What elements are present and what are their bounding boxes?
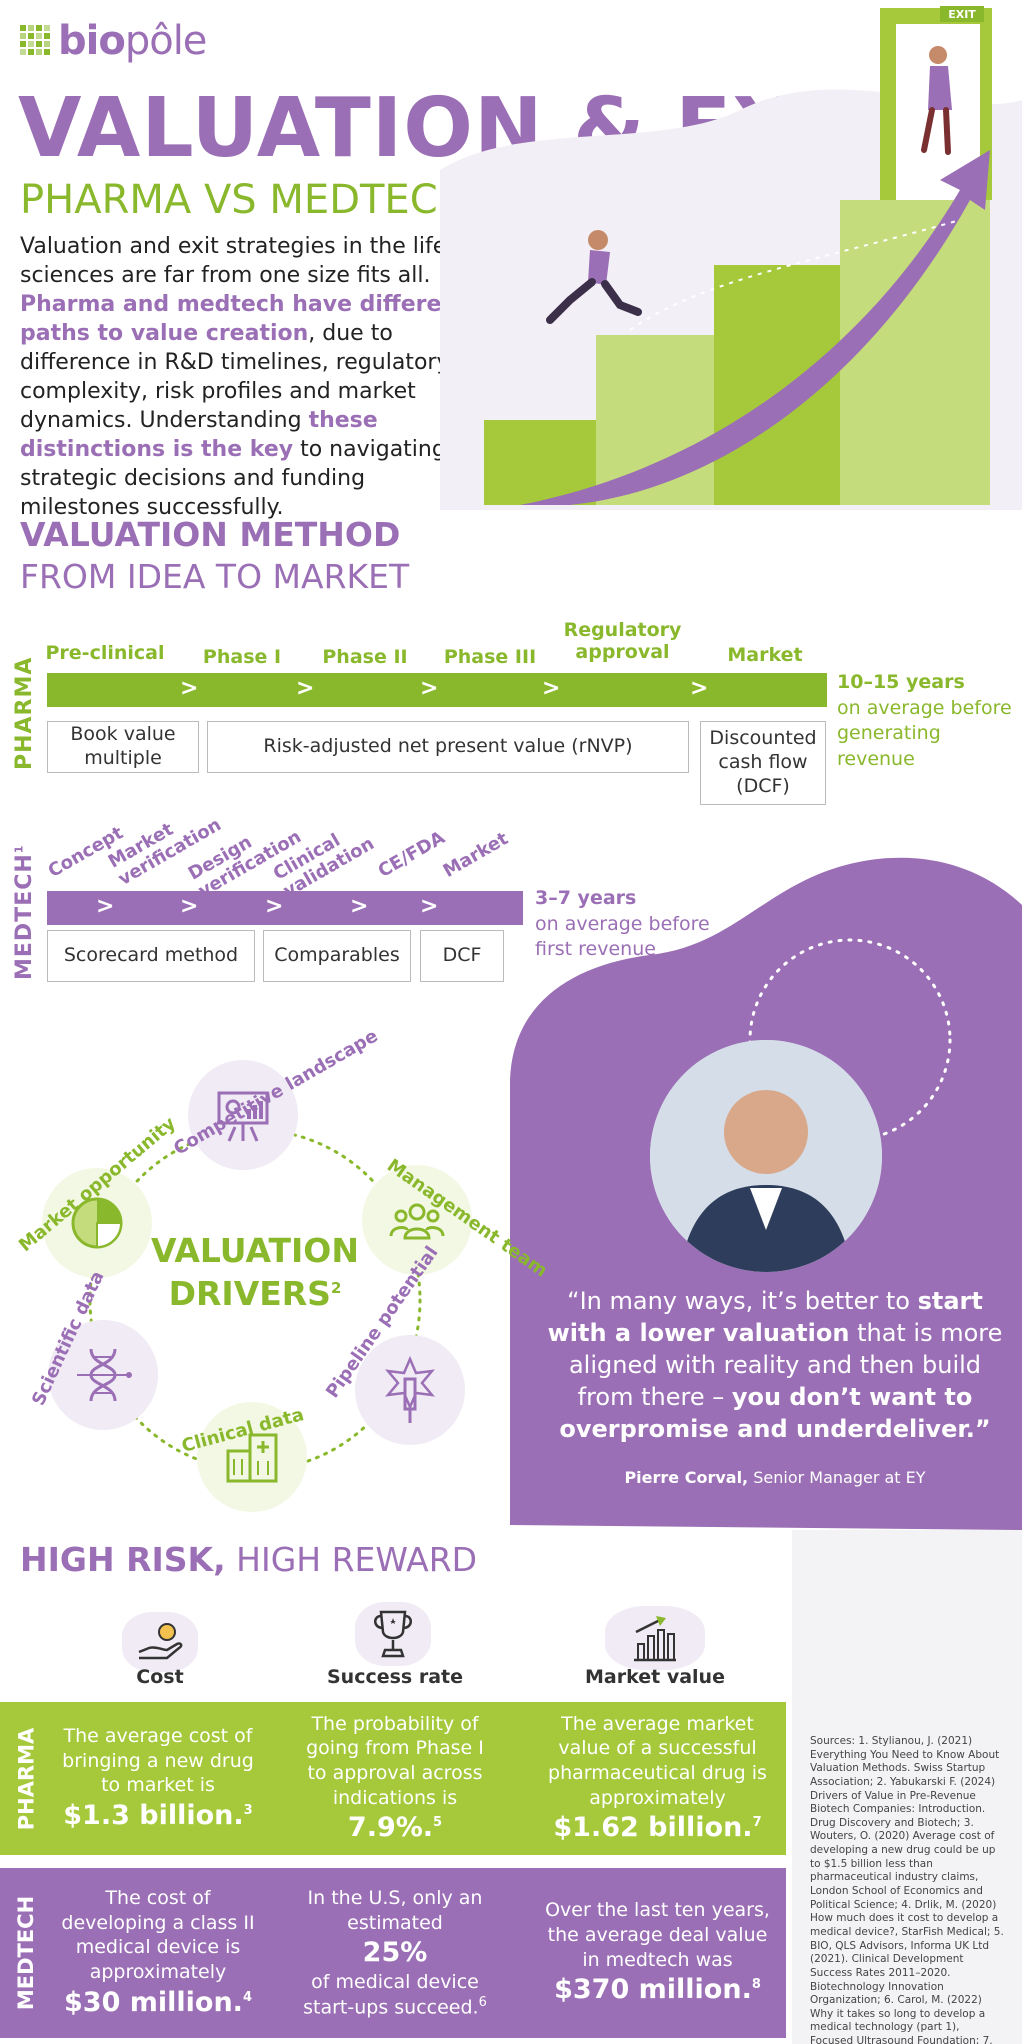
- col-head-market: Market value: [585, 1666, 725, 1688]
- pharma-stage: Phase II: [322, 646, 408, 668]
- pharma-method-box: Discounted cash flow (DCF): [700, 721, 826, 805]
- quote-attribution: Pierre Corval, Senior Manager at EY: [624, 1468, 926, 1487]
- pharma-row-label: PHARMA: [12, 656, 37, 770]
- pharma-method-box: Risk-adjusted net present value (rNVP): [207, 721, 689, 773]
- valuation-method-heading: VALUATION METHOD: [20, 515, 401, 554]
- brand-logo: biopôle: [20, 18, 207, 64]
- chevron-right-icon: >: [350, 894, 369, 919]
- sources-panel: [792, 1530, 1022, 2044]
- medtech-row-label: MEDTECH1: [12, 844, 37, 980]
- clinical-data-circle: [197, 1402, 307, 1512]
- medtech-risk-label-wrap: MEDTECH: [0, 1868, 52, 2038]
- medtech-timeline-bar: [47, 891, 523, 925]
- pharma-stage: Phase I: [202, 646, 282, 668]
- pharma-method-box: Book value multiple: [47, 721, 199, 773]
- pharma-cost-cell: The average cost of bringing a new drug …: [62, 1724, 254, 1831]
- scientific-data-circle: [48, 1320, 158, 1430]
- pharma-success-cell: The probability of going from Phase I to…: [306, 1712, 484, 1844]
- chevron-right-icon: >: [420, 894, 439, 919]
- risk-heading: HIGH RISK, HIGH REWARD: [20, 1540, 478, 1579]
- chevron-right-icon: >: [265, 894, 284, 919]
- person-portrait-icon: [650, 1040, 882, 1272]
- intro-paragraph: Valuation and exit strategies in the lif…: [20, 234, 468, 520]
- col-head-cost: Cost: [136, 1666, 184, 1688]
- syringe-icon: [385, 1355, 435, 1423]
- team-icon: [389, 1203, 445, 1240]
- money-hand-icon: [138, 1623, 183, 1660]
- bar-growth-icon: [634, 1616, 676, 1662]
- page-subtitle: PHARMA VS MEDTECH: [20, 177, 468, 223]
- medtech-risk-label: MEDTECH: [14, 1895, 38, 2011]
- chevron-right-icon: >: [542, 676, 561, 701]
- pharma-stage: Market: [727, 644, 803, 666]
- chevron-right-icon: >: [180, 894, 199, 919]
- pharma-stage: Pre-clinical: [45, 642, 165, 664]
- pharma-risk-row: [0, 1702, 786, 1855]
- market-icon-wrap: [605, 1606, 705, 1670]
- pharma-stage: Regulatory approval: [563, 619, 682, 663]
- logo-grid-icon: [20, 25, 50, 55]
- pharma-stage: Phase III: [443, 646, 537, 668]
- sources-text: Sources: 1. Stylianou, J. (2021) Everyth…: [810, 1735, 1004, 2044]
- valuation-method-subheading: FROM IDEA TO MARKET: [20, 557, 410, 596]
- cost-icon-wrap: [122, 1612, 198, 1672]
- hospital-icon: [226, 1433, 278, 1483]
- chevron-right-icon: >: [296, 676, 315, 701]
- market-opportunity-circle: [42, 1168, 152, 1278]
- logo-text: biopôle: [58, 18, 207, 64]
- medtech-method-box: Comparables: [263, 930, 411, 982]
- pharma-risk-label: PHARMA: [14, 1727, 39, 1830]
- medtech-method-box: Scorecard method: [47, 930, 255, 982]
- pie-chart-icon: [71, 1197, 123, 1249]
- pipeline-potential-circle: [355, 1335, 465, 1445]
- trophy-icon: [374, 1610, 412, 1658]
- medtech-stage: Market: [439, 828, 512, 882]
- medtech-risk-row: [0, 1868, 786, 2038]
- competitive-landscape-circle: [188, 1060, 298, 1170]
- chevron-right-icon: >: [180, 676, 199, 701]
- medtech-cost-cell: The cost of developing a class II medica…: [61, 1887, 255, 2018]
- pharma-risk-label-wrap: PHARMA: [0, 1702, 52, 1855]
- medtech-stage: CE/FDA: [374, 827, 449, 882]
- col-head-success: Success rate: [326, 1666, 463, 1688]
- drivers-ring: [88, 1128, 422, 1470]
- chevron-right-icon: >: [96, 894, 115, 919]
- medtech-method-box: DCF: [420, 930, 504, 982]
- pharma-timeline-bar: [47, 673, 827, 707]
- chevron-right-icon: >: [690, 676, 709, 701]
- quote-text: “In many ways, it’s better to start with…: [547, 1287, 1003, 1443]
- presentation-chart-icon: [217, 1091, 269, 1142]
- dna-icon: [77, 1348, 132, 1402]
- exit-sign: EXIT: [948, 8, 976, 21]
- management-team-circle: [362, 1165, 472, 1275]
- pharma-market-cell: The average market value of a successful…: [548, 1712, 767, 1844]
- medtech-market-cell: Over the last ten years, the average dea…: [545, 1899, 770, 2006]
- chevron-right-icon: >: [420, 676, 439, 701]
- success-icon-wrap: [355, 1602, 431, 1666]
- portrait-photo: [650, 1040, 882, 1272]
- growth-illustration: EXIT: [440, 6, 1022, 510]
